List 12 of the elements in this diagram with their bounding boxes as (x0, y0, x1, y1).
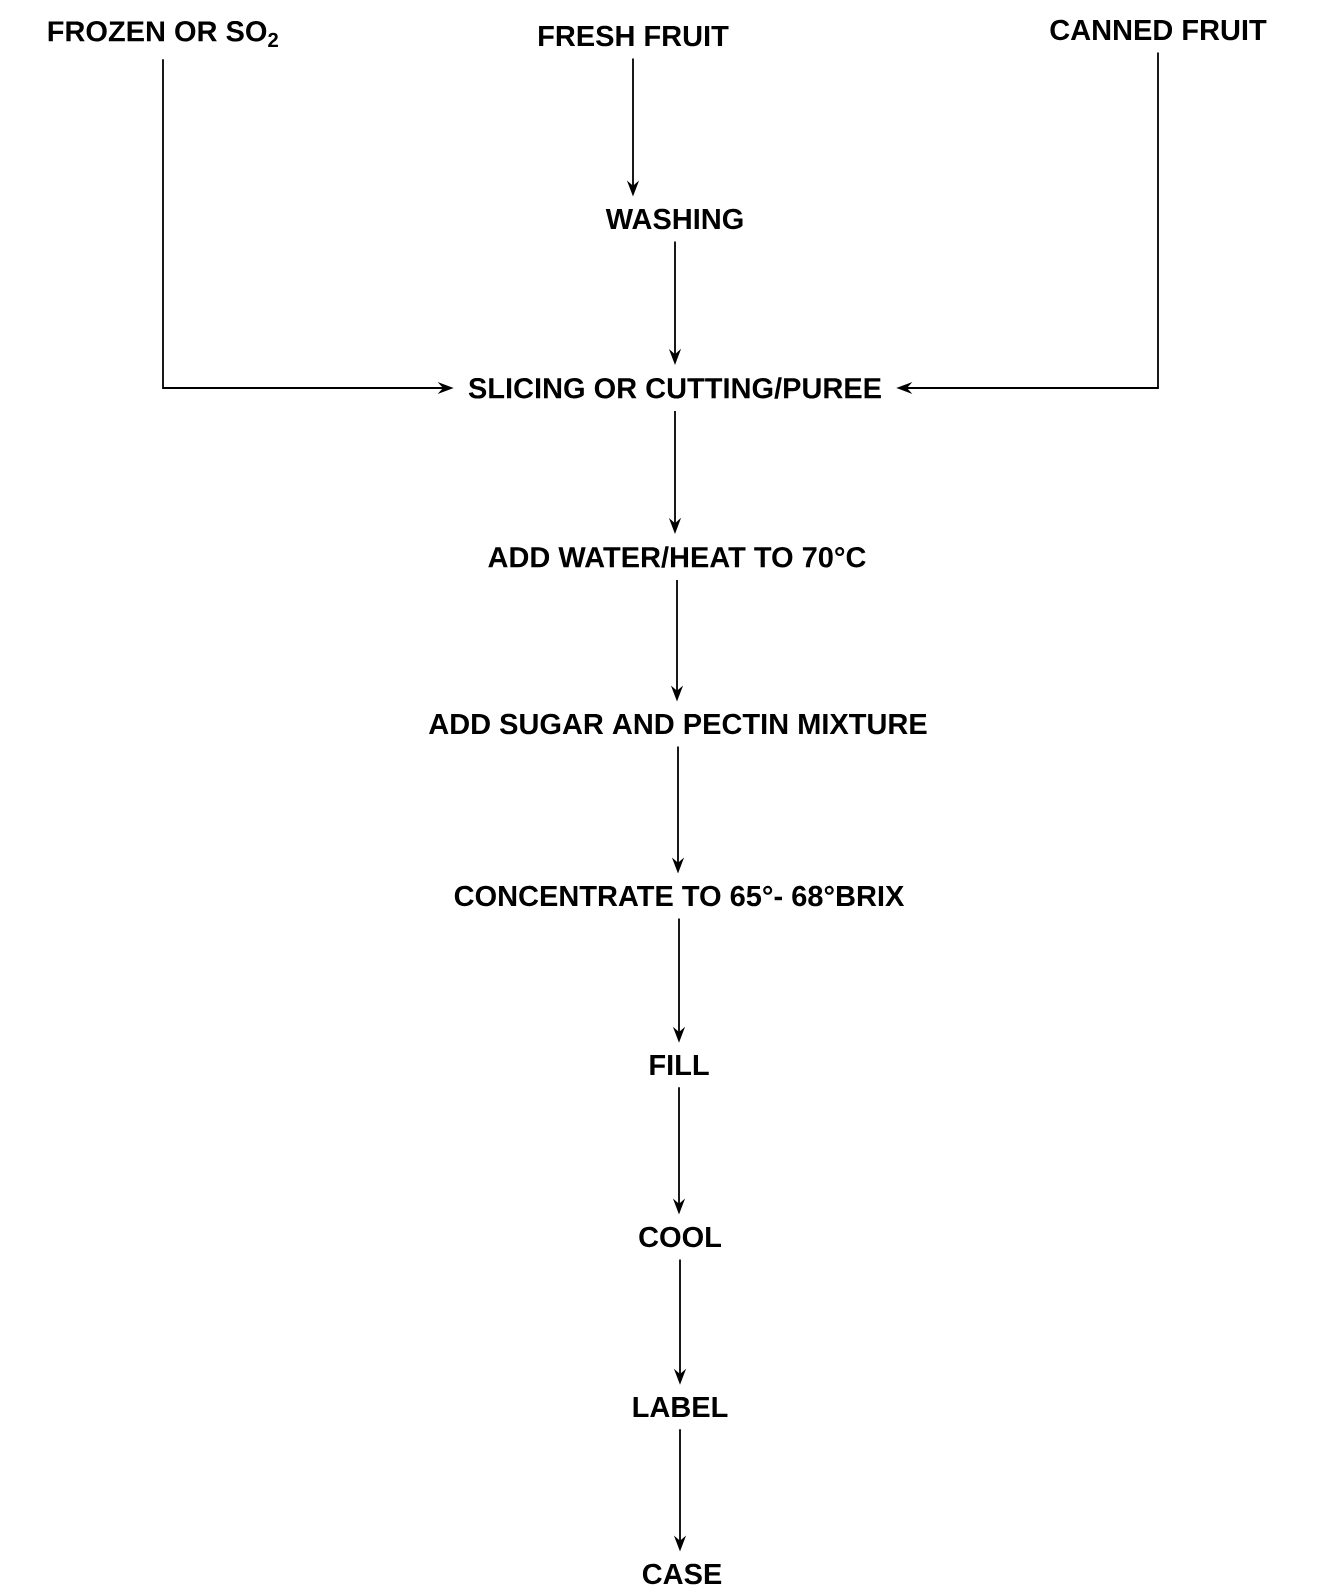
step-label: LABEL (633, 1397, 728, 1417)
step-label: ADD WATER/HEAT TO 70°C (488, 546, 866, 568)
step-label: CONCENTRATE TO 65°- 68°BRIX (454, 885, 905, 907)
step-label: FRESH FRUIT (539, 25, 729, 47)
step-label: CASE (642, 1563, 722, 1585)
step-label: SLICING OR CUTTING/PUREE (468, 377, 881, 399)
step-label: CANNED FRUIT (1050, 19, 1267, 41)
step-label: WASHING (605, 208, 743, 230)
step-label: COOL (639, 1226, 721, 1248)
step-label: FILL (650, 1055, 709, 1075)
step-label: FROZEN OR SO$_{2}$ (48, 21, 278, 47)
step-label: ADD SUGAR AND PECTIN MIXTURE (429, 713, 927, 735)
